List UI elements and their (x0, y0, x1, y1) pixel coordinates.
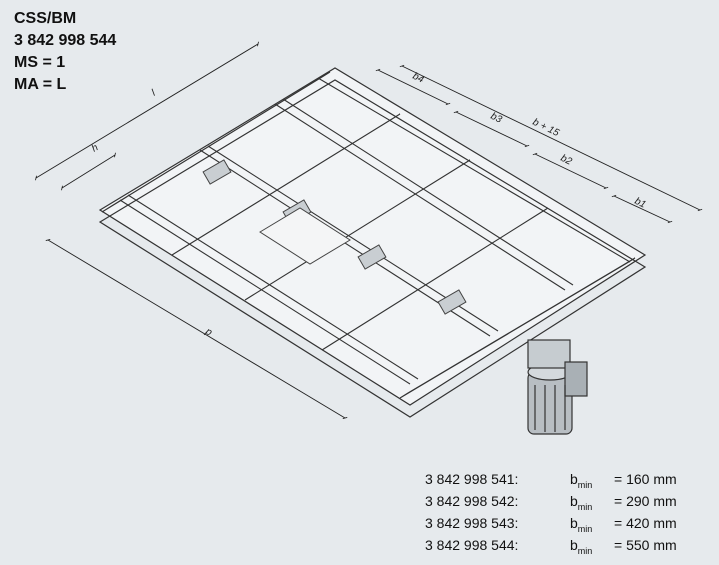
dim-label-b3: b3 (489, 111, 504, 126)
variant-value: = 550 mm (614, 537, 677, 553)
variant-part: 3 842 998 541: (425, 471, 519, 487)
variant-value: = 160 mm (614, 471, 677, 487)
variant-part: 3 842 998 544: (425, 537, 519, 553)
dimension-lines (35, 41, 703, 419)
variant-row: 3 842 998 544: bmin = 550 mm (425, 534, 677, 556)
variant-subscript: min (577, 501, 593, 512)
variant-symbol: b (570, 515, 578, 531)
dim-label-h: h (90, 142, 101, 155)
variant-symbol: b (570, 537, 578, 553)
variant-symbol: b (570, 471, 578, 487)
variant-subscript: min (577, 479, 593, 490)
product-code: CSS/BM (14, 10, 77, 27)
variant-subscript: min (577, 523, 593, 534)
variant-part: 3 842 998 542: (425, 493, 519, 509)
variant-table: 3 842 998 541: bmin = 160 mm 3 842 998 5… (425, 468, 677, 556)
variant-symbol: b (570, 493, 578, 509)
variant-value: = 420 mm (614, 515, 677, 531)
variant-value: = 290 mm (614, 493, 677, 509)
variant-row: 3 842 998 542: bmin = 290 mm (425, 490, 677, 512)
variant-row: 3 842 998 543: bmin = 420 mm (425, 512, 677, 534)
dim-label-l: l (150, 88, 158, 99)
dim-label-b4: b4 (411, 71, 426, 86)
drive-motor (527, 339, 588, 435)
variant-part: 3 842 998 543: (425, 515, 519, 531)
variant-row: 3 842 998 541: bmin = 160 mm (425, 468, 677, 490)
dim-label-b2: b2 (559, 153, 574, 168)
variant-subscript: min (577, 545, 593, 556)
dim-label-p: p (203, 326, 215, 339)
dim-label-b1: b1 (633, 196, 648, 211)
